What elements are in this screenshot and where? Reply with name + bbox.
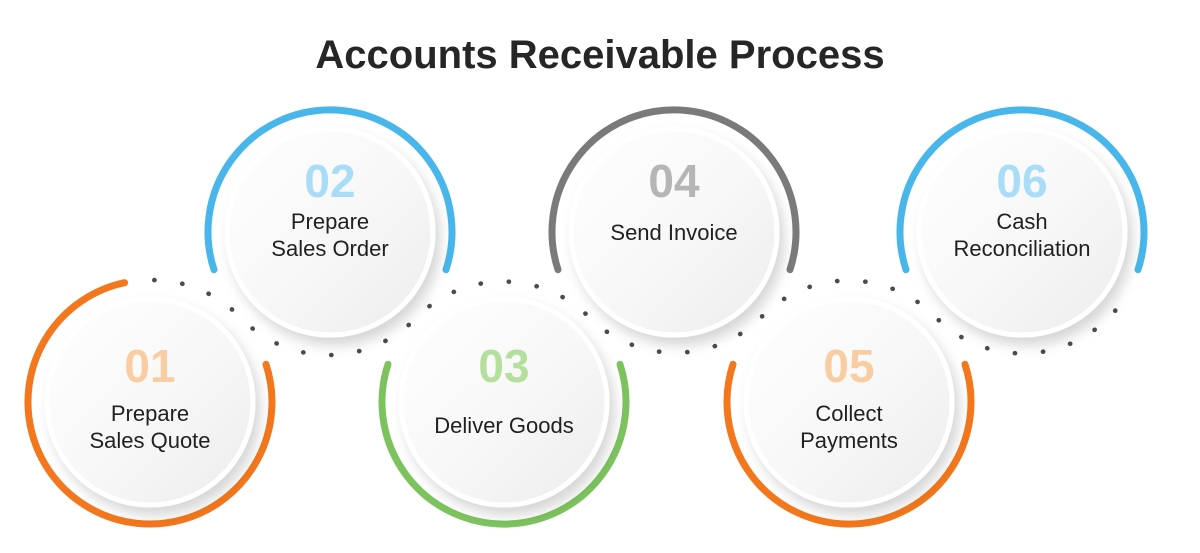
step-05-label-line2: Payments xyxy=(800,428,898,453)
step-02-number: 02 xyxy=(304,155,355,207)
step-06-label-line2: Reconciliation xyxy=(954,236,1091,261)
step-01-arc xyxy=(24,279,276,528)
step-01-label-line2: Sales Quote xyxy=(89,428,210,453)
step-04-arc xyxy=(548,106,800,274)
step-04-label-line1: Send Invoice xyxy=(610,220,737,245)
step-06-label-line1: Cash xyxy=(996,209,1047,234)
step-03-arc xyxy=(378,360,630,528)
step-01-number: 01 xyxy=(124,340,175,392)
step-04-number: 04 xyxy=(648,155,700,207)
step-06-number: 06 xyxy=(996,155,1047,207)
step-05-arc xyxy=(723,360,975,528)
step-02: 02 Prepare Sales Order xyxy=(204,106,456,338)
step-02-label-line1: Prepare xyxy=(291,209,369,234)
step-06-circle xyxy=(916,126,1128,338)
step-01-circle xyxy=(44,296,256,508)
step-01: 01 Prepare Sales Quote xyxy=(24,279,276,528)
step-04: 04 Send Invoice xyxy=(548,106,800,338)
step-02-arc xyxy=(204,106,456,274)
step-05-label-line1: Collect xyxy=(815,401,882,426)
step-06: 06 Cash Reconciliation xyxy=(896,106,1148,338)
step-03: 03 Deliver Goods xyxy=(378,296,630,528)
step-05: 05 Collect Payments xyxy=(723,296,975,528)
step-03-number: 03 xyxy=(478,340,529,392)
step-04-circle xyxy=(568,126,780,338)
step-02-label-line2: Sales Order xyxy=(271,236,388,261)
step-03-label-line1: Deliver Goods xyxy=(434,413,573,438)
step-03-circle xyxy=(398,296,610,508)
step-05-circle xyxy=(743,296,955,508)
page-title: Accounts Receivable Process xyxy=(315,33,884,77)
step-02-circle xyxy=(224,126,436,338)
step-01-label-line1: Prepare xyxy=(111,401,189,426)
step-05-number: 05 xyxy=(823,340,874,392)
dotted-connector-path xyxy=(152,277,1120,358)
step-06-arc xyxy=(896,106,1148,274)
